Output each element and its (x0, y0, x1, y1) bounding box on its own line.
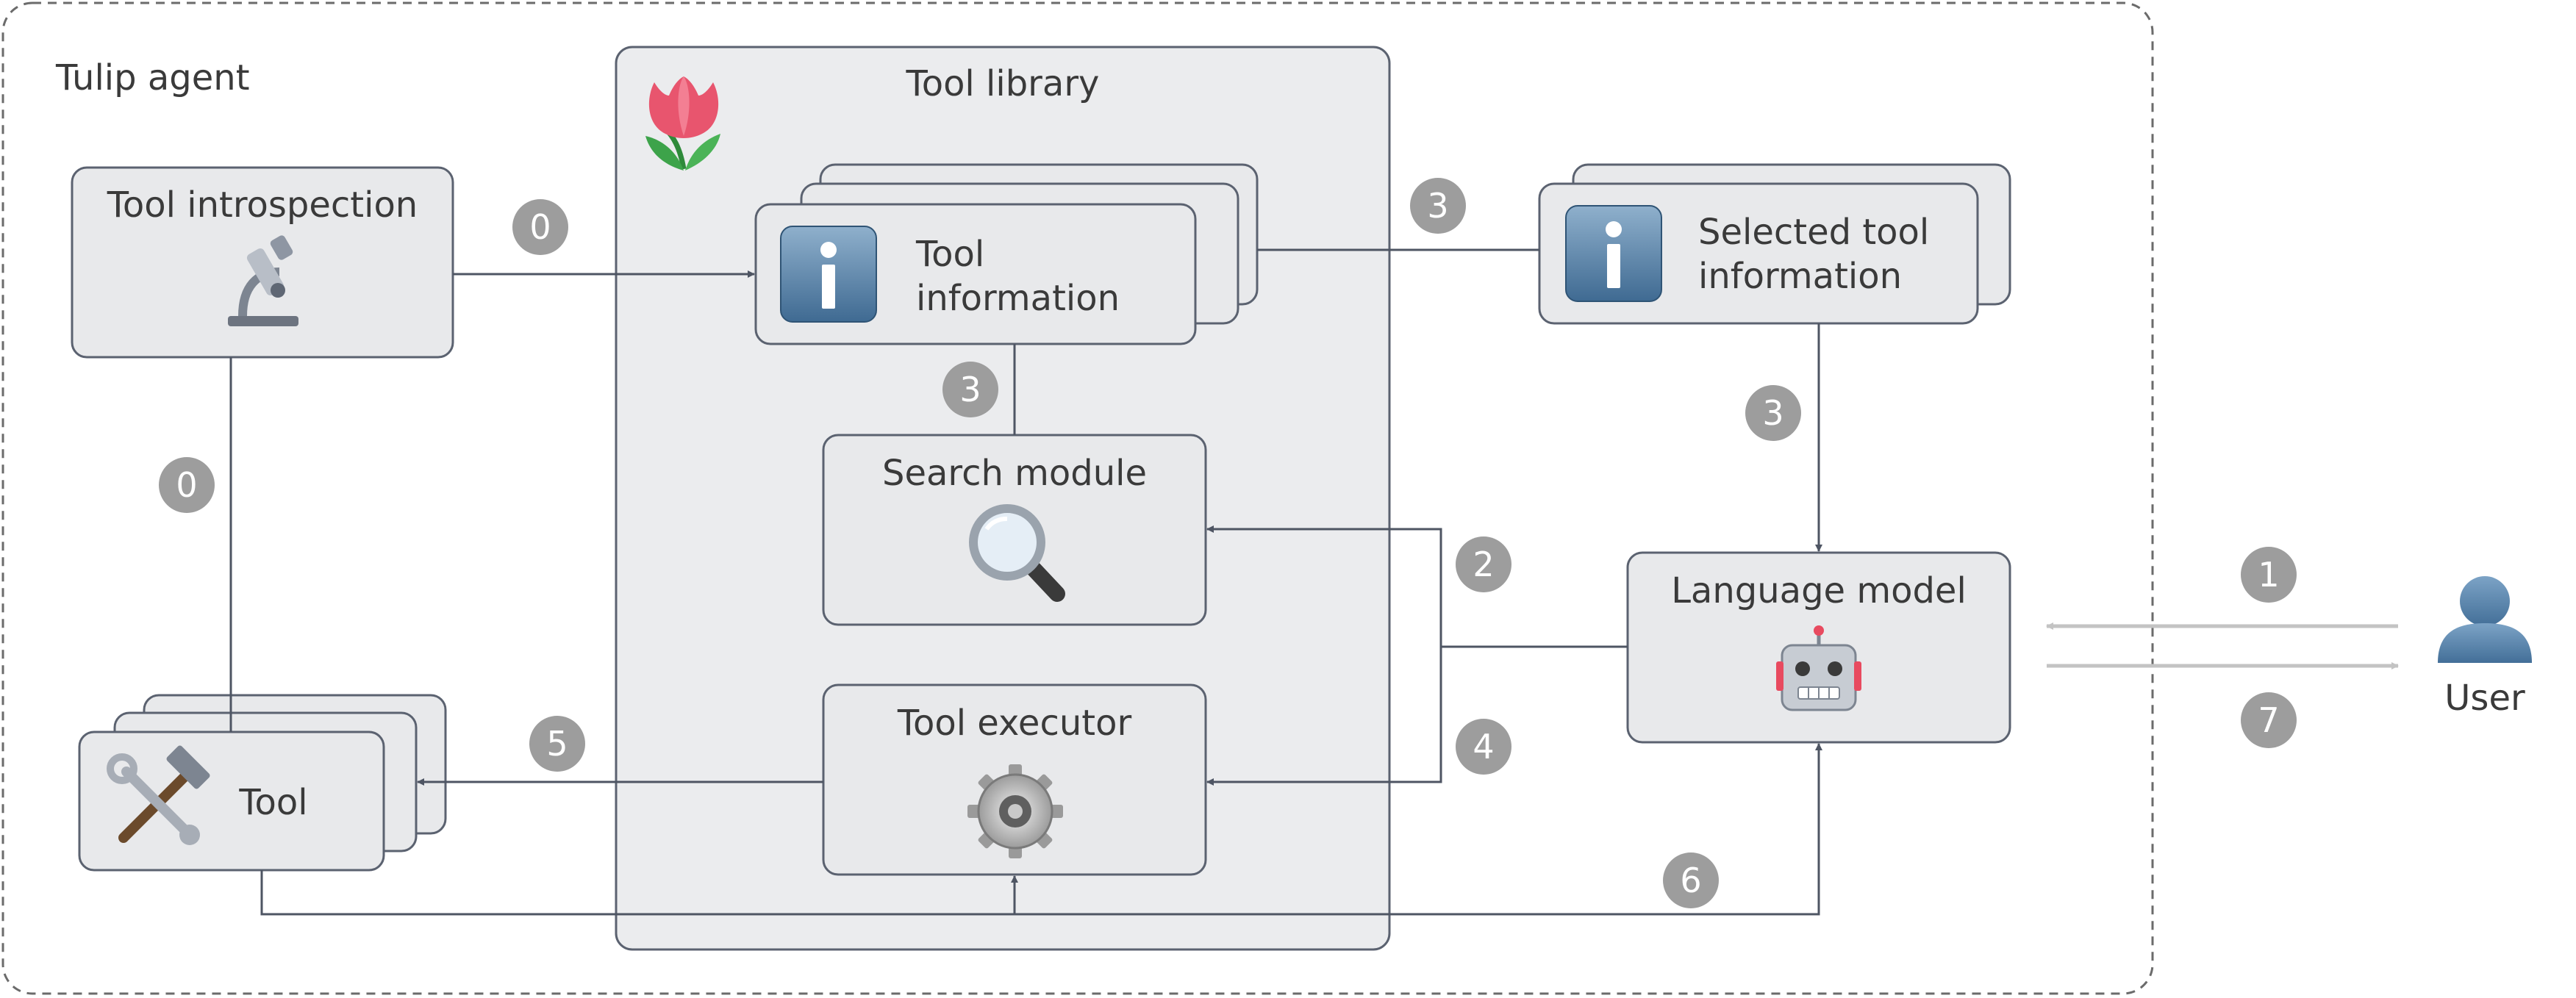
gear-icon (967, 764, 1063, 858)
tool-box[interactable] (78, 730, 385, 872)
step-badge-3 (1410, 178, 1466, 234)
tulip-icon (645, 76, 720, 170)
step-badge-1 (2241, 547, 2297, 603)
user-icon (2438, 576, 2532, 663)
step-badge-5 (529, 716, 585, 772)
hammer-wrench-icon (107, 745, 210, 845)
step-badge-6 (1663, 852, 1719, 908)
search-module-label: Search module (882, 453, 1147, 494)
step-badge-label: 7 (2258, 700, 2279, 740)
info-icon (780, 226, 877, 323)
step-badge-label: 5 (546, 724, 568, 764)
step-badge-label: 3 (1427, 186, 1448, 226)
user-label: User (2444, 678, 2525, 719)
tool-library-title: Tool library (906, 63, 1100, 104)
step-badge-2 (1456, 536, 1511, 592)
selected-info-line2: information (1698, 256, 1902, 297)
step-badge-label: 4 (1473, 727, 1494, 767)
microscope-icon (228, 235, 298, 326)
step-badge-label: 1 (2258, 555, 2279, 595)
step-badge-label: 3 (959, 370, 981, 409)
arrow-tool-to-lm (260, 743, 1822, 916)
step-badge-0 (512, 199, 568, 255)
tulip-agent-boundary (1, 1, 2154, 995)
step-badge-3 (942, 362, 998, 417)
selected-info-line1: Selected tool (1698, 212, 1929, 253)
step-badge-4 (1456, 719, 1511, 775)
tool-information-line2: information (916, 278, 1120, 319)
step-badge-label: 6 (1680, 861, 1701, 900)
step-badge-label: 2 (1473, 545, 1494, 584)
magnifier-icon (969, 504, 1065, 602)
arrow-lm-to-search (1206, 525, 1442, 647)
info-icon (1565, 205, 1662, 302)
step-badge-3 (1745, 385, 1801, 441)
step-badge-label: 0 (176, 465, 197, 505)
language-model-label: Language model (1671, 570, 1967, 611)
step-badge-7 (2241, 692, 2297, 748)
step-badge-label: 3 (1762, 393, 1783, 433)
step-badge-label: 0 (529, 207, 551, 247)
tool-introspection-label: Tool introspection (107, 184, 418, 226)
agent-title: Tulip agent (55, 57, 250, 98)
tool-information-line1: Tool (915, 234, 984, 275)
arrow-lm-to-executor (1206, 647, 1442, 786)
step-badge-0 (159, 457, 215, 513)
tool-executor-label: Tool executor (897, 703, 1132, 744)
robot-icon (1776, 625, 1861, 711)
tool-label: Tool (238, 782, 307, 823)
